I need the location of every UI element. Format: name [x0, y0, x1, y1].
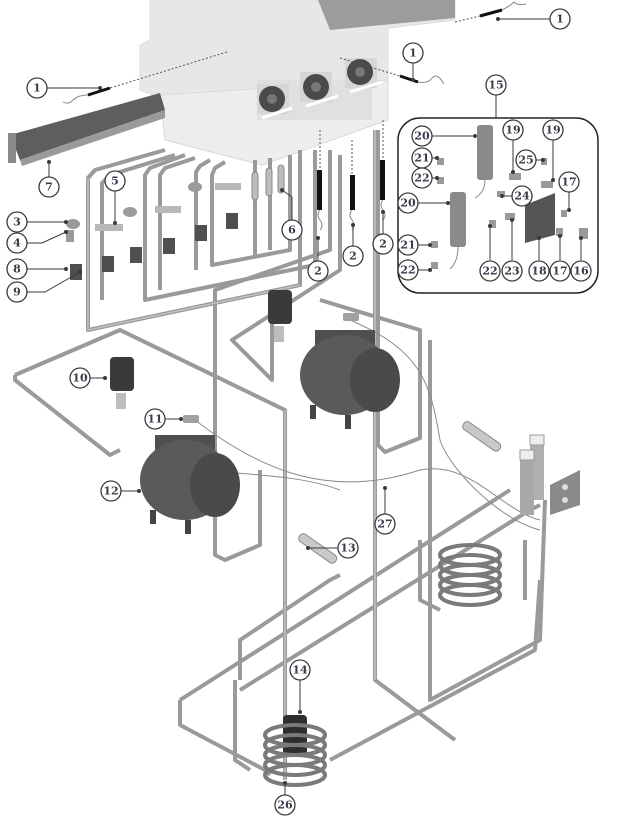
- filter-driers: [110, 290, 292, 409]
- pressure-switches: [183, 313, 359, 423]
- callout-18: 18: [528, 236, 550, 282]
- callout-label: 7: [45, 181, 53, 194]
- callout-27: 27: [374, 486, 396, 535]
- callout-16: 16: [570, 236, 592, 282]
- callout-8: 8: [6, 258, 68, 280]
- callout-label: 2: [379, 238, 387, 251]
- inline-tubes: [251, 164, 285, 201]
- coil-condenser-right: [438, 543, 502, 607]
- callout-label: 15: [488, 79, 503, 92]
- callout-label: 21: [400, 239, 415, 252]
- callout-label: 14: [292, 664, 308, 677]
- callout-17-b: 17: [549, 234, 571, 282]
- callout-13: 13: [306, 537, 359, 559]
- water-valve-assembly: [519, 434, 580, 515]
- main-housing: [139, 0, 456, 166]
- callout-label: 5: [111, 175, 119, 188]
- callout-21-b: 21: [397, 234, 432, 256]
- callout-label: 1: [409, 47, 417, 60]
- callout-label: 25: [518, 154, 533, 167]
- callout-label: 2: [349, 250, 357, 263]
- callout-2-b: 2: [342, 223, 364, 267]
- callout-label: 11: [147, 413, 162, 426]
- callout-17-a: 17: [558, 171, 580, 212]
- mounting-rail: [8, 93, 165, 166]
- callout-label: 2: [314, 265, 322, 278]
- callout-22-a: 22: [411, 167, 439, 189]
- callout-label: 22: [414, 172, 429, 185]
- callout-label: 19: [505, 124, 520, 137]
- callout-label: 17: [561, 176, 576, 189]
- callout-label: 4: [13, 237, 21, 250]
- callout-20-a: 20: [411, 125, 477, 147]
- callouts: 1 1 1 2 2 2: [6, 8, 592, 816]
- callout-label: 24: [514, 190, 530, 203]
- callout-label: 3: [13, 216, 21, 229]
- callout-9: 9: [6, 270, 82, 303]
- callout-26: 26: [274, 781, 296, 816]
- callout-23: 23: [501, 218, 523, 282]
- callout-1-left: 1: [26, 77, 102, 99]
- callout-label: 8: [13, 263, 21, 276]
- callout-label: 22: [400, 264, 415, 277]
- callout-label: 20: [414, 130, 430, 143]
- callout-label: 23: [504, 265, 519, 278]
- callout-24: 24: [500, 185, 533, 207]
- callout-label: 16: [573, 265, 589, 278]
- callout-label: 19: [545, 124, 560, 137]
- callout-5: 5: [104, 170, 126, 225]
- callout-label: 12: [103, 485, 118, 498]
- callout-22-b: 22: [397, 259, 432, 281]
- callout-3: 3: [6, 211, 68, 233]
- valve-group: [66, 182, 241, 280]
- compressor-upper: [300, 330, 400, 429]
- callout-label: 26: [277, 799, 293, 812]
- callout-label: 17: [552, 265, 567, 278]
- callout-label: 10: [72, 372, 88, 385]
- callout-15: 15: [485, 74, 507, 96]
- fan-3: [345, 58, 383, 94]
- callout-label: 21: [414, 152, 429, 165]
- callout-11: 11: [144, 408, 183, 430]
- callout-12: 12: [100, 480, 141, 502]
- callout-1-center: 1: [402, 42, 424, 82]
- coil-condenser-bottom: [263, 715, 327, 787]
- callout-label: 6: [288, 224, 296, 237]
- callout-label: 9: [13, 286, 21, 299]
- callout-19-b: 19: [542, 119, 564, 182]
- callout-20-b: 20: [397, 192, 450, 214]
- callout-2-a: 2: [307, 236, 329, 282]
- callout-1-top-right: 1: [496, 8, 571, 30]
- callout-label: 1: [556, 13, 564, 26]
- callout-label: 22: [482, 265, 497, 278]
- callout-label: 27: [377, 518, 392, 531]
- sensor-probes: [62, 1, 527, 104]
- callout-label: 1: [33, 82, 41, 95]
- valve-kit-box: [397, 93, 599, 294]
- callout-label: 18: [531, 265, 547, 278]
- callout-21-a: 21: [411, 147, 439, 169]
- callout-4: 4: [6, 230, 68, 254]
- callout-label: 20: [400, 197, 416, 210]
- fan-2: [300, 72, 339, 108]
- callout-6: 6: [280, 188, 303, 241]
- callout-25: 25: [515, 149, 545, 171]
- callout-19-a: 19: [502, 119, 524, 174]
- callout-label: 13: [340, 542, 355, 555]
- callout-7: 7: [38, 160, 60, 198]
- callout-22-c: 22: [479, 224, 501, 282]
- callout-10: 10: [69, 367, 107, 389]
- piping: [13, 130, 547, 780]
- callout-2-c: 2: [372, 210, 394, 255]
- callout-14: 14: [289, 659, 311, 714]
- fan-1: [257, 84, 293, 120]
- compressor-lower: [140, 435, 240, 534]
